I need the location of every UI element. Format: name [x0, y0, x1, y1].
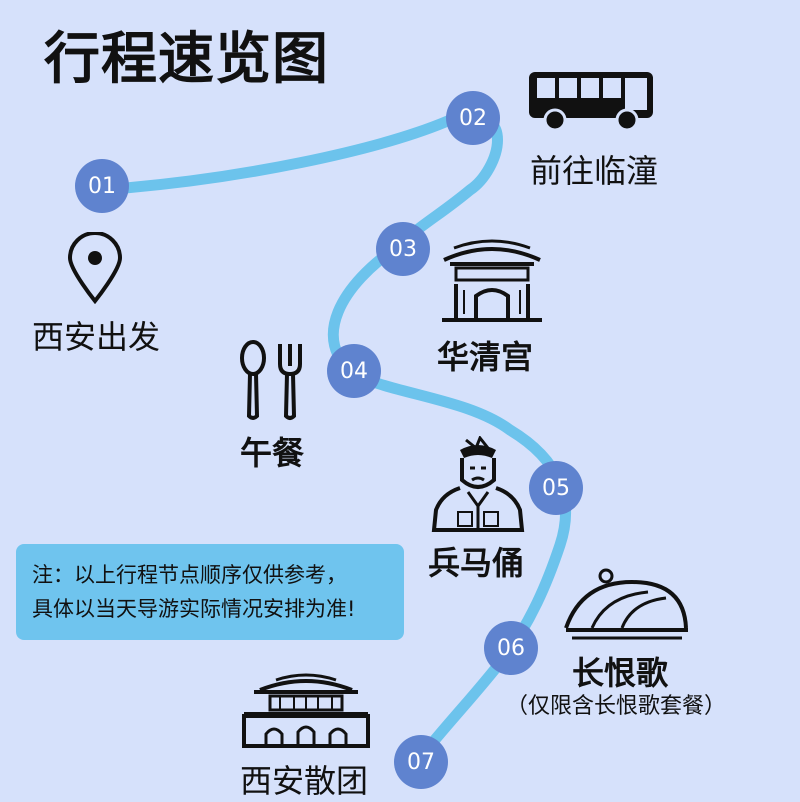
stop-node-02: 02 [446, 91, 500, 145]
notice-line-1: 注：以上行程节点顺序仅供参考， [32, 563, 347, 587]
stop-label-07: 西安散团 [240, 762, 369, 800]
page-title: 行程速览图 [44, 27, 329, 92]
stop-node-06: 06 [484, 621, 538, 675]
stop-node-05: 05 [529, 461, 583, 515]
stop-label-02: 前往临潼 [530, 152, 659, 190]
stop-node-01: 01 [75, 159, 129, 213]
stop-node-07: 07 [394, 735, 448, 789]
theater-dome-icon [564, 568, 688, 640]
bus-icon [529, 72, 653, 132]
terracotta-warrior-icon [431, 436, 525, 532]
notice-box: 注：以上行程节点顺序仅供参考， 具体以当天导游实际情况安排为准! [16, 544, 404, 640]
spoon-fork-icon [240, 340, 302, 420]
stop-label-03: 华清宫 [437, 338, 534, 376]
palace-gate-icon [442, 239, 542, 322]
stop-label-01: 西安出发 [32, 318, 161, 356]
location-pin-icon [67, 232, 123, 304]
stop-sublabel-06: （仅限含长恨歌套餐） [506, 694, 727, 719]
stop-label-04: 午餐 [240, 434, 305, 472]
stop-label-05: 兵马俑 [428, 544, 525, 582]
stop-label-06: 长恨歌 [572, 654, 669, 692]
notice-line-2: 具体以当天导游实际情况安排为准! [32, 597, 356, 621]
stop-node-03: 03 [376, 222, 430, 276]
city-gate-icon [242, 673, 370, 748]
stop-node-04: 04 [327, 344, 381, 398]
